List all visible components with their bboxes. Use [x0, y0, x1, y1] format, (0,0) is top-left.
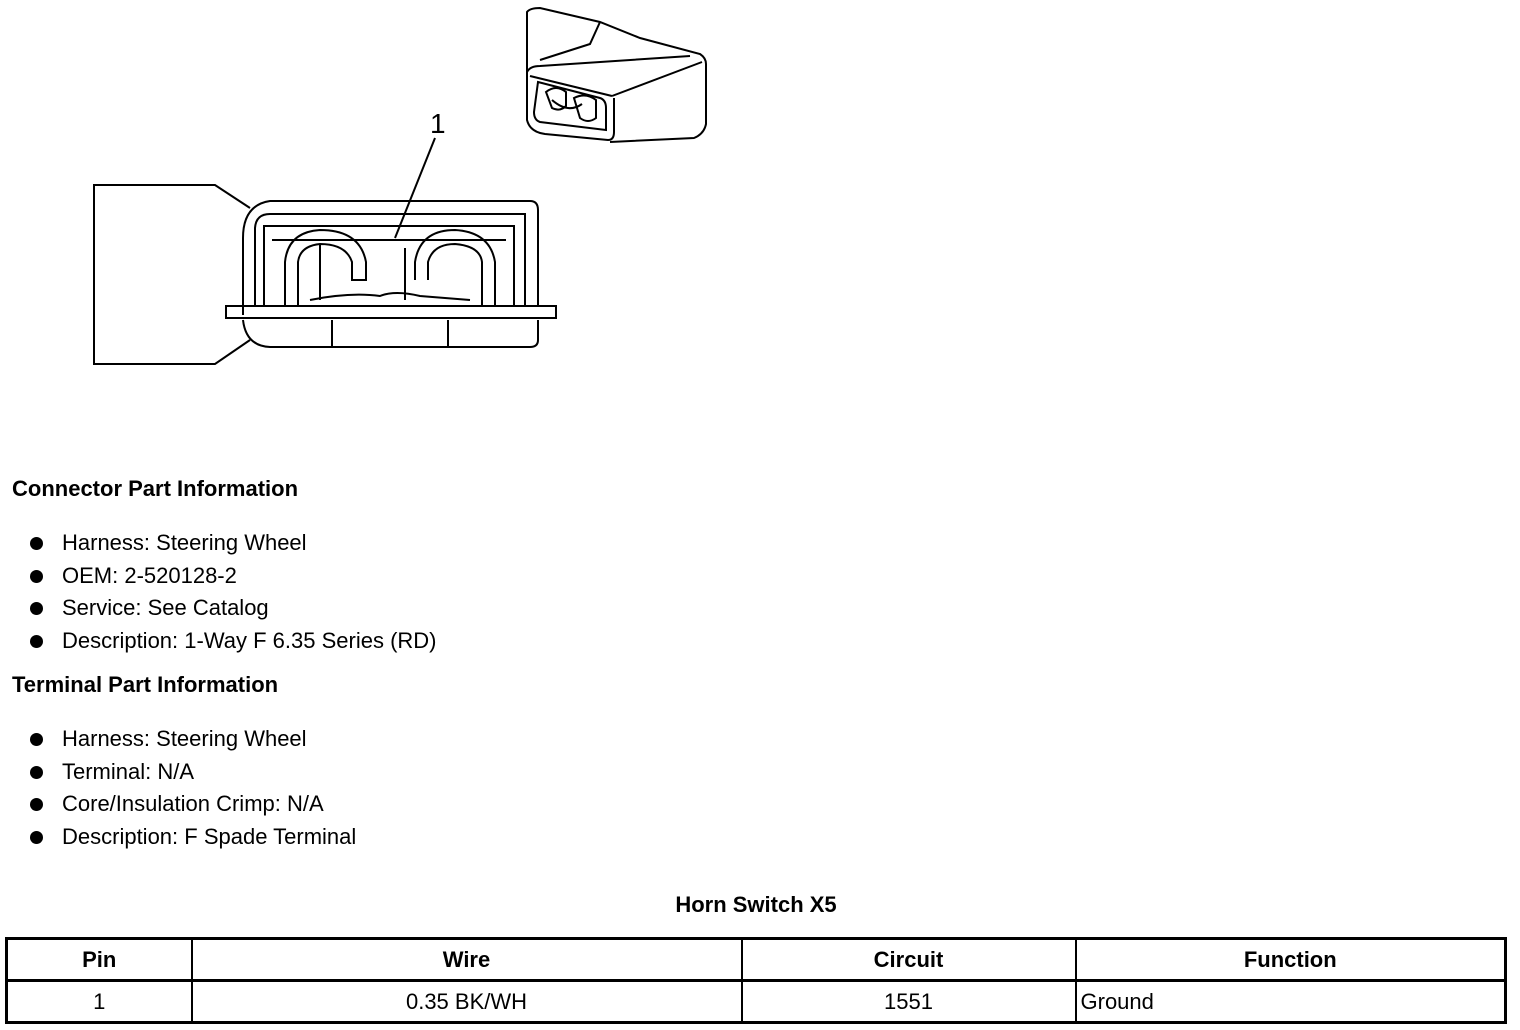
bullet-icon [30, 830, 43, 844]
bullet-icon [30, 536, 43, 550]
table-row: 1 0.35 BK/WH 1551 Ground [5, 979, 1507, 1024]
callout-label: 1 [430, 108, 446, 139]
connector-illustration: 1 [93, 6, 707, 365]
list-item: Harness: Steering Wheel [30, 527, 437, 560]
bullet-icon [30, 732, 43, 746]
bullet-icon [30, 602, 43, 616]
table-title: Horn Switch X5 [675, 892, 837, 917]
cell-circuit: 1551 [740, 979, 1077, 1024]
connector-small-view [526, 6, 707, 143]
bullet-icon [30, 634, 43, 648]
bullet-icon [30, 798, 43, 812]
bullet-icon [30, 569, 43, 583]
cell-function: Ground [1074, 979, 1507, 1024]
bullet-icon [30, 765, 43, 779]
column-header-function: Function [1074, 937, 1507, 982]
list-item: Description: F Spade Terminal [30, 821, 356, 854]
cell-wire: 0.35 BK/WH [190, 979, 743, 1024]
callout-leader-line [394, 137, 436, 239]
terminal-info-list: Harness: Steering Wheel Terminal: N/A Co… [30, 723, 356, 854]
list-item: Description: 1-Way F 6.35 Series (RD) [30, 625, 437, 658]
column-header-pin: Pin [5, 937, 193, 982]
table-header-row: Pin Wire Circuit Function [5, 937, 1507, 982]
list-item: Service: See Catalog [30, 592, 437, 625]
connector-info-title: Connector Part Information [12, 476, 299, 501]
list-item: OEM: 2-520128-2 [30, 560, 437, 593]
connector-info-list: Harness: Steering Wheel OEM: 2-520128-2 … [30, 527, 437, 658]
column-header-wire: Wire [190, 937, 743, 982]
column-header-circuit: Circuit [740, 937, 1077, 982]
pin-table: Pin Wire Circuit Function 1 0.35 BK/WH 1… [5, 937, 1507, 1024]
terminal-info-title: Terminal Part Information [12, 672, 279, 697]
list-item: Terminal: N/A [30, 756, 356, 789]
list-item: Harness: Steering Wheel [30, 723, 356, 756]
list-item: Core/Insulation Crimp: N/A [30, 788, 356, 821]
cell-pin: 1 [5, 979, 193, 1024]
connector-large-view [93, 184, 557, 365]
